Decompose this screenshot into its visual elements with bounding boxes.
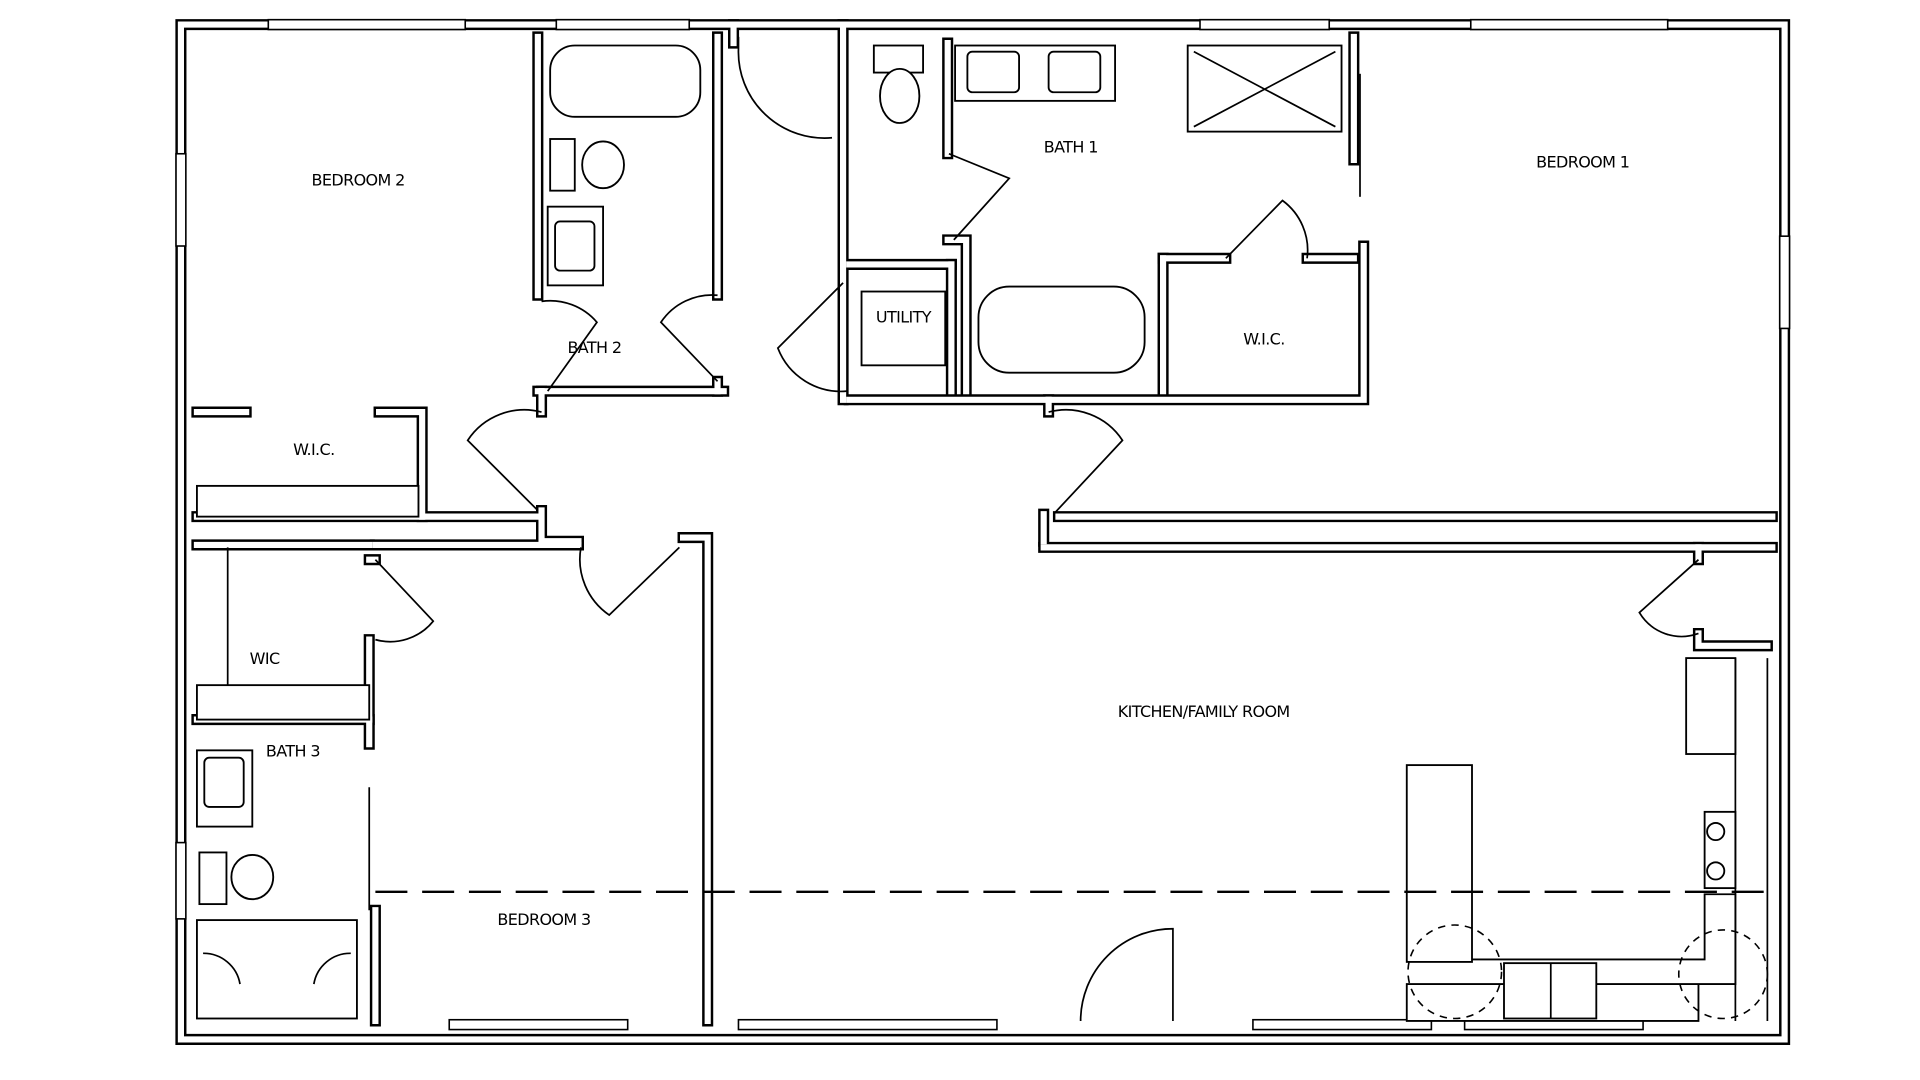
- wall-segment: [846, 242, 1367, 403]
- wall-segment: [1695, 630, 1771, 649]
- label-bath-2: BATH 2: [567, 338, 621, 357]
- label-bath-3: BATH 3: [266, 741, 320, 760]
- label-bedroom-2: BEDROOM 2: [312, 171, 405, 190]
- wall-segment: [376, 408, 426, 520]
- label-wic-bedroom-2: W.I.C.: [293, 440, 334, 459]
- label-wic-bedroom-3: WIC: [250, 649, 280, 668]
- label-bath-1: BATH 1: [1044, 138, 1098, 157]
- label-bedroom-1: BEDROOM 1: [1536, 152, 1629, 171]
- windows: [175, 18, 1791, 1031]
- wall-segment: [177, 21, 1788, 1043]
- fixtures: [196, 44, 1769, 1022]
- label-utility: UTILITY: [876, 307, 932, 326]
- wall-segment: [680, 534, 711, 1025]
- wall-segment: [677, 532, 714, 1027]
- label-wic-master: W.I.C.: [1243, 329, 1284, 348]
- wall-segment: [536, 504, 584, 547]
- doors: [368, 36, 1700, 1021]
- wall-segment: [175, 19, 1791, 1045]
- walls: [175, 19, 1791, 1045]
- label-bedroom-3: BEDROOM 3: [497, 910, 590, 929]
- label-kitchen-family-room: KITCHEN/FAMILY ROOM: [1118, 702, 1290, 721]
- wall-segment: [538, 507, 582, 545]
